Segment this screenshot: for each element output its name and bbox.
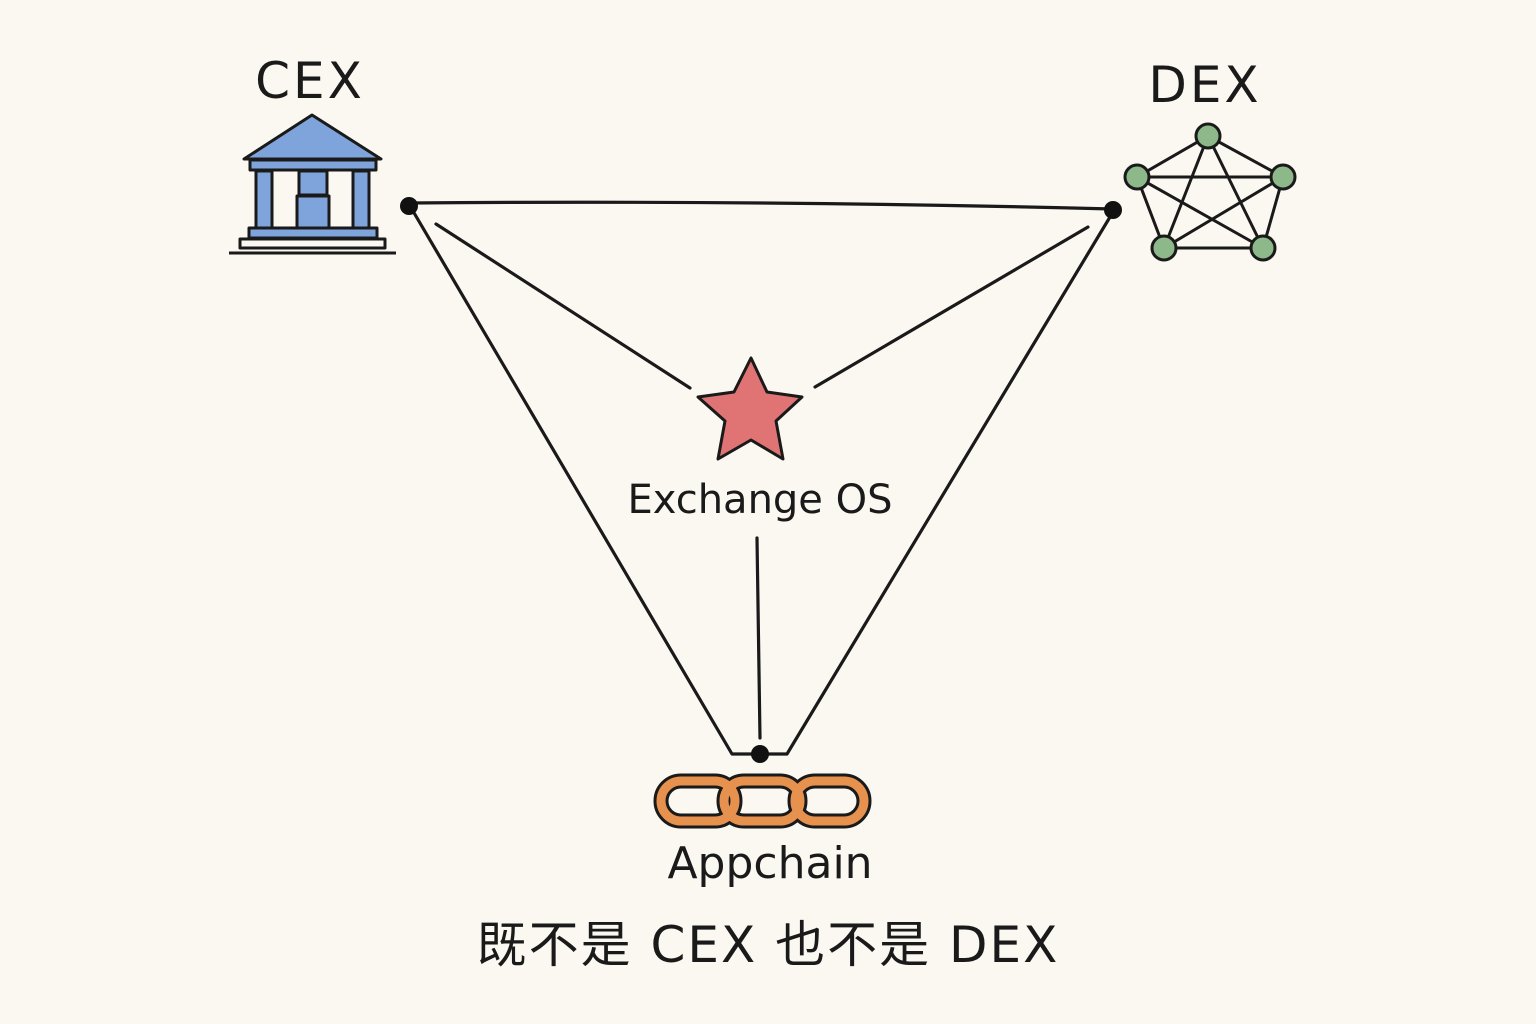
edge-cex-star: [434, 222, 692, 390]
star-icon: [696, 356, 804, 461]
dex-label: DEX: [1148, 56, 1262, 114]
chain-links-icon: [653, 773, 872, 829]
vertex-dot-dex: [1104, 201, 1122, 219]
exchange-os-label: Exchange OS: [627, 477, 893, 523]
edge-dex-star: [813, 225, 1090, 389]
cex-label: CEX: [255, 52, 365, 110]
edge-star-appchain: [755, 536, 762, 740]
edge-cex-dex: [408, 200, 1115, 211]
bank-building-icon: [229, 113, 396, 255]
edge-cex-appchain: [408, 204, 762, 756]
appchain-label: Appchain: [667, 838, 873, 889]
diagram-caption: 既不是 CEX 也不是 DEX: [476, 916, 1060, 974]
vertex-dot-appchain: [751, 745, 769, 763]
vertex-dot-cex: [400, 197, 418, 215]
network-nodes-icon: [1123, 122, 1297, 262]
